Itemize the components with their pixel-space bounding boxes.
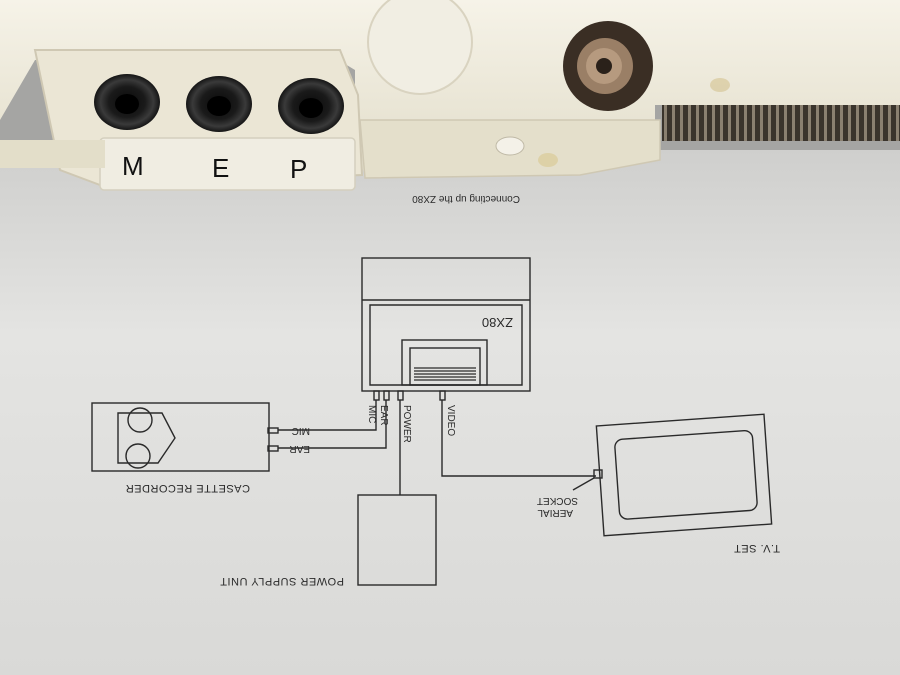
document-header: Connecting up the ZX80 <box>412 193 520 204</box>
cable-label-video: VIDEO <box>445 405 456 436</box>
cassette-recorder-outline <box>91 402 270 472</box>
port-label-p: P <box>290 154 307 184</box>
cassette-recorder-label: CASETTE RECORDER <box>125 482 250 494</box>
jack-power <box>278 78 344 134</box>
cable-label-mic: MIC <box>366 405 377 423</box>
jack-ear <box>186 76 252 132</box>
aerial-label: AERIAL <box>537 507 573 518</box>
jack-mic <box>94 74 160 130</box>
zx80-label: ZX80 <box>482 315 513 330</box>
tv-set-outline <box>595 413 773 537</box>
paper-sheet <box>0 150 900 675</box>
recorder-label-mic: MIC <box>292 425 310 436</box>
cable-label-ear: EAR <box>378 405 389 426</box>
connection-diagram <box>91 257 773 586</box>
power-supply-label: POWER SUPPLY UNIT <box>220 575 344 587</box>
port-label-m: M <box>122 151 144 181</box>
socket-label: SOCKET <box>537 495 578 506</box>
recorder-label-ear: EAR <box>289 443 310 454</box>
tv-set-label: T.V. SET <box>734 542 780 554</box>
zx80-unit-outline <box>361 257 531 392</box>
cable-label-power: POWER <box>401 405 412 443</box>
power-supply-outline <box>357 494 437 586</box>
port-label-e: E <box>212 153 229 183</box>
